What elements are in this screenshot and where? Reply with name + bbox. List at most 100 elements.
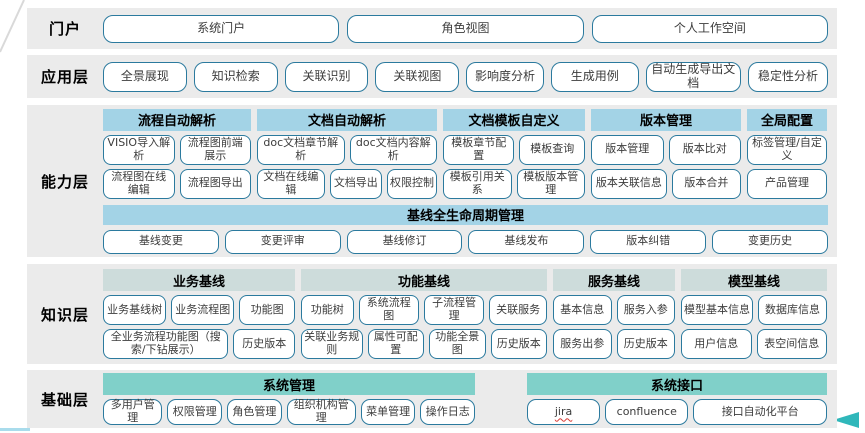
application-button: 稳定性分析 xyxy=(748,61,828,92)
group-header: 全局配置 xyxy=(747,108,827,131)
application-button: 关联识别 xyxy=(284,61,369,92)
item-pill: 菜单管理 xyxy=(360,399,416,425)
item-pill: 模型基本信息 xyxy=(681,295,754,325)
item-pill: 权限管理 xyxy=(167,399,223,425)
capability-group-version-mgmt: 版本管理 版本管理 版本比对 版本关联信息 版本合并 xyxy=(591,108,741,199)
baseline-button: 版本纠错 xyxy=(590,229,707,254)
item-pill: 多用户管理 xyxy=(103,399,163,425)
portal-button: 个人工作空间 xyxy=(591,14,828,43)
group-header: 文档自动解析 xyxy=(257,108,437,131)
capability-group-process-parse: 流程自动解析 VISIO导入解析 流程图前端展示 流程图在线编辑 流程图导出 xyxy=(103,108,251,199)
foundation-group-system-interface: 系统接口 jira confluence 接口自动化平台 xyxy=(527,373,827,425)
knowledge-group-function-baseline: 功能基线 功能树 系统流程图 子流程管理 关联服务 关联业务规则 属性可配置 功… xyxy=(301,269,548,359)
item-pill: 接口自动化平台 xyxy=(693,399,827,425)
item-pill: 组织机构管理 xyxy=(286,399,356,425)
layer-band-foundation: 基础层 系统管理 多用户管理 权限管理 角色管理 组织机构管理 菜单管理 操作日… xyxy=(27,370,837,428)
application-button: 关联视图 xyxy=(375,61,460,92)
group-header: 系统接口 xyxy=(527,373,827,395)
item-pill: 版本比对 xyxy=(668,134,741,165)
item-pill: 服务入参 xyxy=(616,295,675,325)
item-pill: 版本关联信息 xyxy=(591,168,667,199)
item-pill: 关联业务规则 xyxy=(301,329,363,359)
item-pill: 模板引用关系 xyxy=(443,168,512,199)
item-pill: 产品管理 xyxy=(747,168,827,199)
item-pill: doc文档内容解析 xyxy=(349,134,437,165)
item-pill: 版本管理 xyxy=(591,134,664,165)
item-pill: 历史版本 xyxy=(233,329,295,359)
item-pill: 历史版本 xyxy=(616,329,675,359)
layer-label-capability: 能力层 xyxy=(40,172,89,191)
item-pill: 功能图 xyxy=(239,295,296,325)
layer-band-application: 应用层 全景展现 知识检索 关联识别 关联视图 影响度分析 生成用例 自动生成导… xyxy=(27,55,837,98)
item-pill: doc文档章节解析 xyxy=(257,134,345,165)
item-pill: 数据库信息 xyxy=(758,295,827,325)
group-header: 业务基线 xyxy=(103,269,295,291)
item-pill: 流程图在线编辑 xyxy=(103,168,175,199)
layer-band-portal: 门户 系统门户 角色视图 个人工作空间 xyxy=(27,8,837,49)
item-pill: VISIO导入解析 xyxy=(103,134,175,165)
group-header: 版本管理 xyxy=(591,108,741,131)
layer-label-portal: 门户 xyxy=(48,20,81,38)
item-pill: 服务出参 xyxy=(553,329,612,359)
item-pill: 表空间信息 xyxy=(756,329,827,359)
item-pill: 流程图前端展示 xyxy=(179,134,251,165)
knowledge-group-model-baseline: 模型基线 模型基本信息 数据库信息 用户信息 表空间信息 xyxy=(681,269,827,359)
baseline-button: 变更历史 xyxy=(712,229,828,254)
capability-group-global-config: 全局配置 标签管理/自定义 产品管理 xyxy=(747,108,827,199)
jira-label: jira xyxy=(554,404,573,418)
portal-button: 角色视图 xyxy=(347,14,584,43)
group-header: 模型基线 xyxy=(681,269,827,291)
knowledge-group-service-baseline: 服务基线 基本信息 服务入参 服务出参 历史版本 xyxy=(553,269,675,359)
item-pill: 权限控制 xyxy=(386,168,438,199)
item-pill: 关联服务 xyxy=(489,295,548,325)
item-pill: 文档导出 xyxy=(329,168,382,199)
item-pill: 功能全景图 xyxy=(429,329,486,359)
application-button: 影响度分析 xyxy=(466,61,544,92)
item-pill: 模板章节配置 xyxy=(443,134,515,165)
item-pill: 历史版本 xyxy=(490,329,547,359)
item-pill: 子流程管理 xyxy=(423,295,485,325)
foundation-group-system-mgmt: 系统管理 多用户管理 权限管理 角色管理 组织机构管理 菜单管理 操作日志 xyxy=(103,373,475,425)
layer-band-knowledge: 知识层 业务基线 业务基线树 业务流程图 功能图 全业务流程功能图（搜索/下钻展… xyxy=(27,264,837,364)
group-header: 功能基线 xyxy=(301,269,547,291)
item-pill: 系统流程图 xyxy=(358,295,419,325)
baseline-button: 变更评审 xyxy=(224,229,341,254)
baseline-lifecycle-header: 基线全生命周期管理 xyxy=(103,204,828,225)
bottom-left-accent-line xyxy=(0,428,30,431)
item-pill: 属性可配置 xyxy=(367,329,425,359)
corner-diagonal-line xyxy=(0,0,25,53)
group-header: 文档模板自定义 xyxy=(443,108,585,131)
group-header: 服务基线 xyxy=(553,269,675,291)
item-pill: 流程图导出 xyxy=(179,168,251,199)
item-pill: 标签管理/自定义 xyxy=(747,134,827,165)
item-pill: 用户信息 xyxy=(681,329,752,359)
layer-label-application: 应用层 xyxy=(40,68,89,86)
item-pill: 角色管理 xyxy=(227,399,282,425)
item-pill: 版本合并 xyxy=(671,168,741,199)
item-pill: confluence xyxy=(605,399,689,425)
application-button: 生成用例 xyxy=(550,61,639,92)
item-pill: 功能树 xyxy=(301,295,354,325)
group-header: 系统管理 xyxy=(103,373,475,395)
layer-label-foundation: 基础层 xyxy=(40,390,89,409)
layer-band-capability: 能力层 流程自动解析 VISIO导入解析 流程图前端展示 流程图在线编辑 流程图… xyxy=(27,105,837,257)
item-pill: 全业务流程功能图（搜索/下钻展示） xyxy=(103,329,229,359)
group-header: 流程自动解析 xyxy=(103,108,251,131)
application-button: 知识检索 xyxy=(193,61,278,92)
layer-label-knowledge: 知识层 xyxy=(40,305,89,324)
item-pill: 模板查询 xyxy=(519,134,585,165)
baseline-button: 基线发布 xyxy=(468,229,585,254)
application-button: 全景展现 xyxy=(103,61,187,92)
application-button: 自动生成导出文档 xyxy=(645,61,742,92)
item-pill: 模板版本管理 xyxy=(516,168,585,199)
capability-group-doc-template: 文档模板自定义 模板章节配置 模板查询 模板引用关系 模板版本管理 xyxy=(443,108,585,199)
capability-group-doc-parse: 文档自动解析 doc文档章节解析 doc文档内容解析 文档在线编辑 文档导出 权… xyxy=(257,108,438,199)
item-pill: 业务流程图 xyxy=(171,295,235,325)
item-pill-jira: jira xyxy=(527,399,601,425)
item-pill: 业务基线树 xyxy=(103,295,167,325)
item-pill: 基本信息 xyxy=(553,295,612,325)
item-pill: 操作日志 xyxy=(420,399,475,425)
baseline-button: 基线变更 xyxy=(103,229,219,254)
portal-button: 系统门户 xyxy=(103,14,340,43)
baseline-button: 基线修订 xyxy=(346,229,463,254)
